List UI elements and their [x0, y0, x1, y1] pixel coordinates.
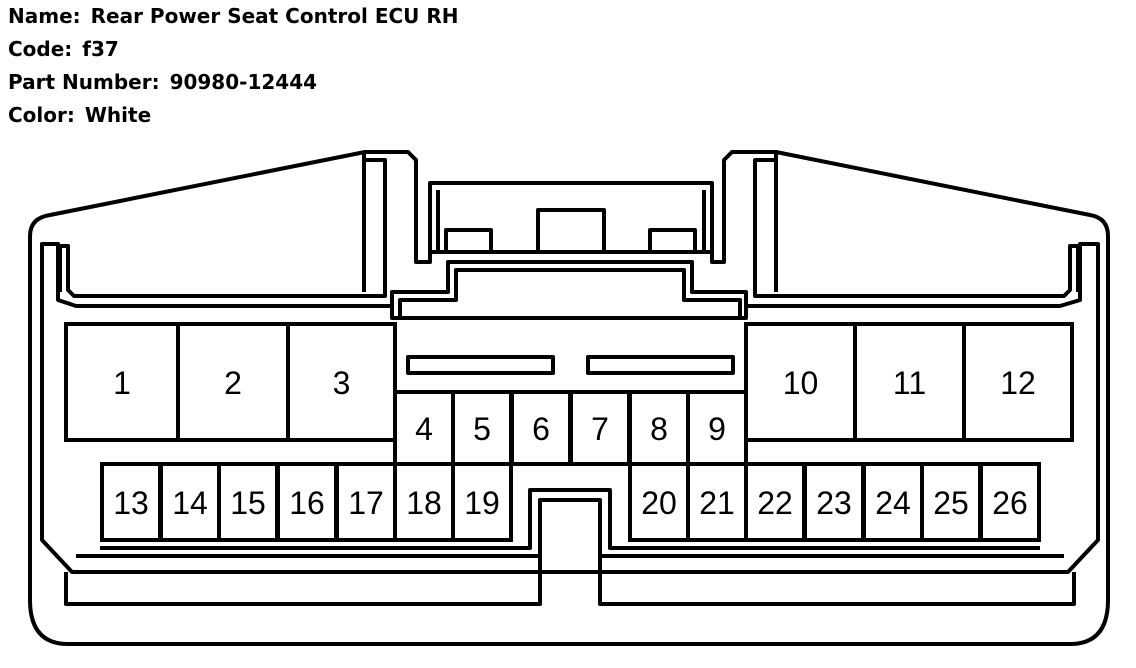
pin-cavities [64, 322, 1074, 542]
pin-label-3: 3 [333, 365, 351, 401]
pin-label-17: 17 [348, 485, 384, 521]
pin-label-6: 6 [532, 411, 550, 447]
code-label: Code: [8, 37, 73, 61]
pin-label-22: 22 [757, 485, 793, 521]
pin-label-8: 8 [650, 411, 668, 447]
pin-label-23: 23 [816, 485, 852, 521]
pin-label-5: 5 [473, 411, 491, 447]
pin-label-25: 25 [933, 485, 969, 521]
part-number-row: Part Number: 90980-12444 [8, 66, 459, 99]
pin-label-11: 11 [893, 365, 926, 401]
pin-label-19: 19 [464, 485, 500, 521]
pin-label-7: 7 [591, 411, 609, 447]
pin-label-13: 13 [113, 485, 149, 521]
pin-label-14: 14 [172, 485, 208, 521]
pin-cavity-12 [962, 322, 1074, 442]
right-flap [753, 158, 1080, 298]
left-flap [58, 158, 387, 298]
housing-outline [28, 150, 1110, 646]
connector-housing [28, 150, 1110, 646]
pin-label-12: 12 [1000, 365, 1036, 401]
housing-inner-outline [40, 242, 1100, 574]
latch-block [536, 208, 606, 254]
pin-label-20: 20 [641, 485, 677, 521]
pin-label-9: 9 [708, 411, 726, 447]
pin-label-2: 2 [224, 365, 242, 401]
name-value: Rear Power Seat Control ECU RH [90, 4, 459, 28]
code-row: Code: f37 [8, 33, 459, 66]
part-number-label: Part Number: [8, 70, 160, 94]
name-label: Name: [8, 4, 81, 28]
name-row: Name: Rear Power Seat Control ECU RH [8, 0, 459, 33]
slot-left [406, 355, 555, 375]
pin-label-15: 15 [230, 485, 266, 521]
code-value: f37 [82, 37, 119, 61]
pin-label-26: 26 [992, 485, 1028, 521]
pin-label-10: 10 [783, 365, 819, 401]
part-number-value: 90980-12444 [169, 70, 318, 94]
pin-label-4: 4 [415, 411, 433, 447]
color-value: White [84, 103, 152, 127]
slot-right [586, 355, 735, 375]
color-label: Color: [8, 103, 75, 127]
pin-label-16: 16 [289, 485, 325, 521]
color-row: Color: White [8, 99, 459, 132]
pin-cavity-26 [979, 462, 1041, 542]
pin-label-24: 24 [875, 485, 911, 521]
pin-cavity-3 [286, 322, 397, 442]
pin-label-1: 1 [113, 365, 131, 401]
pin-label-21: 21 [699, 485, 735, 521]
pin-label-18: 18 [406, 485, 442, 521]
connector-info: Name: Rear Power Seat Control ECU RH Code… [8, 0, 459, 132]
pin-cavity-19 [451, 462, 513, 542]
